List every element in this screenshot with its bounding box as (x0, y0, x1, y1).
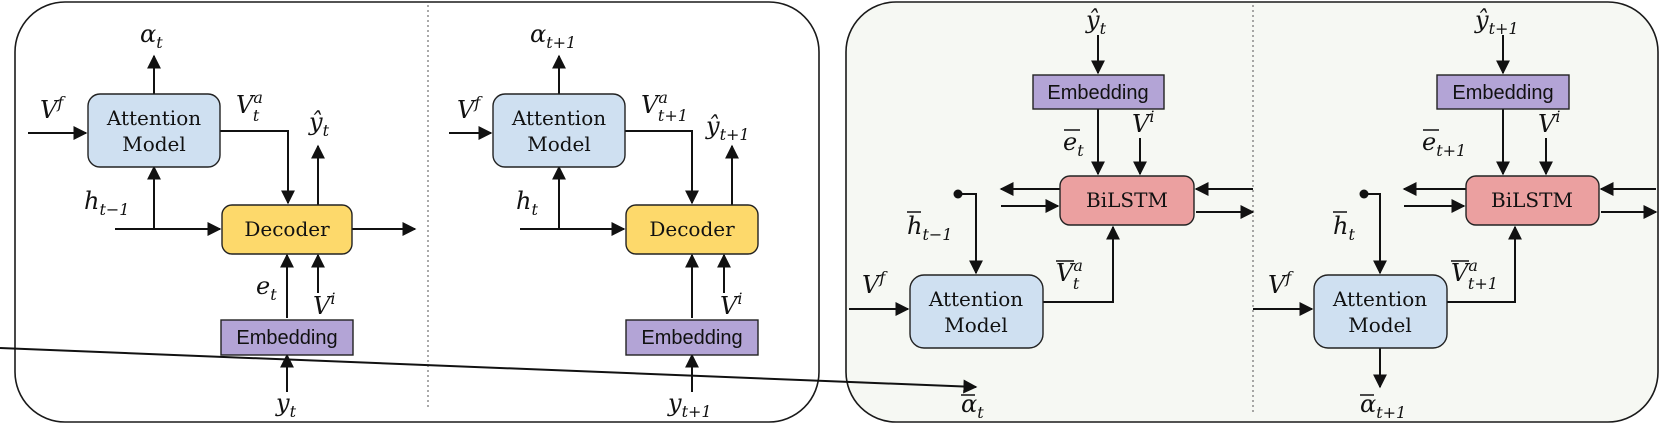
e-t-label: et (256, 272, 277, 304)
y-hat-t-plus-1-label: ŷt+1 (705, 112, 750, 144)
v-f-label: Vf (40, 93, 66, 124)
attention-model-label-line2-r: Model (944, 313, 1008, 337)
bilstm-label: BiLSTM (1086, 188, 1168, 212)
attention-model-label-line1: Attention (106, 106, 201, 130)
y-hat-t-plus-1-label-r: ŷt+1 (1474, 6, 1519, 38)
v-i-label-2: Vi (720, 289, 742, 320)
alpha-t-label: αt (140, 20, 163, 52)
attention-model-label-line2-2: Model (527, 132, 591, 156)
e-bar-t-plus-1-label: et+1 (1422, 128, 1466, 160)
attention-model-label-line2: Model (122, 132, 186, 156)
encoder-step-t: Embedding BiLSTM Attention Model ŷt et V… (0, 6, 1255, 422)
hidden-to-attention-arrow-r (958, 193, 983, 275)
hidden-to-attention-arrow-r2 (1364, 193, 1387, 275)
v-f-label-2: Vf (457, 93, 483, 124)
embedding-label: Embedding (236, 327, 337, 349)
attention-model-label-line1-2: Attention (511, 106, 606, 130)
alpha-bar-t-label: αt (961, 390, 984, 422)
decoder-box (221, 204, 353, 255)
y-t-label: yt (275, 389, 297, 421)
context-vector-arrow-2 (625, 130, 699, 205)
embedding-label-r2: Embedding (1452, 82, 1553, 104)
y-hat-t-label-r: ŷt (1085, 6, 1107, 38)
alpha-bar-t-plus-1-label: αt+1 (1360, 390, 1406, 422)
y-t-plus-1-label: yt+1 (667, 389, 712, 421)
attention-to-bilstm-arrow (1043, 225, 1120, 303)
y-hat-t-label: ŷt (308, 108, 330, 140)
h-bar-t-label: ht (1333, 212, 1355, 244)
alpha-bar-output-arrow (0, 347, 978, 394)
v-i-label-r: Vi (1132, 107, 1154, 138)
attention-model-box (87, 93, 221, 168)
embedding-box (220, 319, 354, 356)
attention-model-box-2 (492, 93, 626, 168)
context-vector-arrow (218, 130, 295, 205)
embedding-box-2 (625, 319, 759, 356)
attention-to-bilstm-arrow-2 (1447, 225, 1522, 303)
embedding-label-2: Embedding (641, 327, 742, 349)
h-bar-t-minus-1-label: ht−1 (907, 212, 952, 244)
decoder-label-2: Decoder (649, 217, 735, 241)
embedding-box-r (1032, 74, 1165, 110)
decoder-step-t-plus-1: Attention Model Decoder Embedding αt+1 V… (449, 20, 759, 421)
v-i-label-r2: Vi (1538, 107, 1560, 138)
bilstm-label-2: BiLSTM (1491, 188, 1573, 212)
attention-model-label-line2-r2: Model (1348, 313, 1412, 337)
alpha-t-plus-1-label: αt+1 (530, 20, 576, 52)
bilstm-box-2 (1465, 175, 1600, 226)
attention-model-box-r2 (1313, 274, 1448, 349)
h-t-minus-1-label: ht−1 (84, 187, 129, 219)
attention-model-box-r (909, 274, 1044, 349)
v-f-label-r: Vf (862, 268, 888, 299)
h-t-label: ht (516, 187, 538, 219)
e-bar-t-label: et (1063, 128, 1084, 160)
decoder-step-t: Attention Model Decoder Embedding αt Vf … (28, 20, 417, 421)
bilstm-box (1059, 175, 1195, 226)
v-f-label-r2: Vf (1268, 268, 1294, 299)
v-i-label: Vi (313, 289, 335, 320)
embedding-label-r: Embedding (1047, 82, 1148, 104)
encoder-step-t-plus-1: Embedding BiLSTM Attention Model ŷt+1 et… (1253, 6, 1658, 422)
decoder-box-2 (625, 204, 759, 255)
decoder-label: Decoder (244, 217, 330, 241)
attention-model-label-line1-r2: Attention (1332, 287, 1427, 311)
embedding-box-r2 (1436, 74, 1570, 110)
attention-model-label-line1-r: Attention (928, 287, 1023, 311)
